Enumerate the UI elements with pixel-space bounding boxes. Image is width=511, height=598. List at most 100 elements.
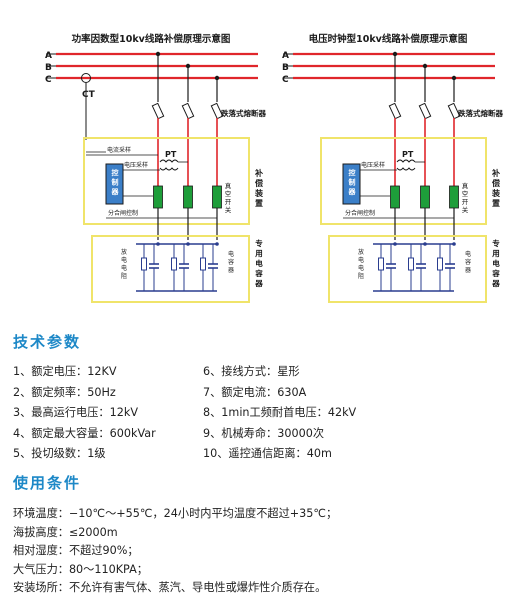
- resistor-icon: [437, 257, 443, 271]
- svg-text:电: 电: [492, 258, 500, 268]
- junction-dot: [156, 242, 160, 246]
- svg-text:容: 容: [228, 258, 234, 266]
- svg-text:开: 开: [225, 198, 232, 206]
- current-sample-label: 电流采样: [107, 146, 131, 154]
- fuse-icon: [418, 102, 432, 120]
- svg-text:器: 器: [348, 187, 357, 196]
- vacuum-switch: [420, 185, 430, 209]
- condition-item: 相对湿度：不超过90%；: [13, 544, 139, 558]
- svg-text:电: 电: [255, 258, 263, 268]
- svg-text:真: 真: [225, 181, 232, 190]
- svg-text:空: 空: [225, 189, 232, 198]
- svg-text:电: 电: [465, 250, 471, 258]
- spec-item: 5、投切级数：1级: [13, 447, 106, 460]
- svg-text:器: 器: [111, 187, 120, 196]
- capacitor-label: 电容器: [228, 250, 234, 274]
- spec-item: 1、额定电压：12KV: [13, 365, 117, 378]
- resistor-icon: [141, 257, 147, 271]
- ct-icon: [81, 73, 91, 83]
- pt-icon: [396, 167, 416, 171]
- resistor-icon: [200, 257, 206, 271]
- controller-box: [105, 163, 124, 205]
- svg-text:容: 容: [491, 268, 500, 278]
- junction-dot: [452, 242, 456, 246]
- conditions-list: 环境温度：−10℃～+55℃，24小时内平均温度不超过+35℃； 海拔高度：≤2…: [13, 505, 337, 598]
- svg-text:开: 开: [462, 198, 469, 206]
- diagram-voltage-clock: 电压时钟型10kv线路补偿原理示意图ABC跌落式熔断器补偿装置控制器电压采样PT…: [282, 33, 503, 303]
- junction-dot: [186, 242, 190, 246]
- tech-params-title: 技术参数: [13, 333, 82, 351]
- svg-text:器: 器: [254, 279, 263, 288]
- condition-item: 大气压力：80～110KPA；: [13, 562, 148, 576]
- svg-text:关: 关: [225, 205, 232, 214]
- svg-text:专: 专: [492, 238, 500, 248]
- svg-text:电: 电: [121, 264, 127, 272]
- junction-dot: [423, 242, 427, 246]
- phase-label: B: [45, 63, 52, 73]
- svg-text:阻: 阻: [358, 272, 364, 280]
- fuse-icon: [388, 102, 402, 120]
- vacuum-switch: [449, 185, 459, 209]
- spec-item: 10、遥控通信距离：40m: [203, 447, 332, 460]
- fuse-label: 跌落式熔断器: [458, 108, 503, 118]
- controller-box: [342, 163, 361, 205]
- svg-text:补: 补: [491, 168, 500, 178]
- diagram-title: 电压时钟型10kv线路补偿原理示意图: [309, 33, 468, 45]
- controller-label: 控制器: [111, 168, 120, 196]
- pt-icon: [159, 167, 179, 171]
- condition-item: 海拔高度：≤2000m: [13, 525, 118, 539]
- fuse-icon: [151, 102, 165, 120]
- svg-text:用: 用: [492, 249, 500, 258]
- svg-text:容: 容: [254, 268, 263, 278]
- svg-text:放: 放: [358, 248, 364, 256]
- diagram-power-factor: 功率因数型10kv线路补偿原理示意图ABC跌落式熔断器CT补偿装置控制器电流采样…: [45, 33, 266, 303]
- svg-text:空: 空: [462, 189, 469, 198]
- svg-text:控: 控: [112, 168, 119, 177]
- capacitor-box: [91, 235, 250, 303]
- svg-text:置: 置: [255, 198, 263, 208]
- spec-item: 7、额定电流：630A: [203, 385, 307, 399]
- spec-item: 9、机械寿命：30000次: [203, 426, 325, 440]
- vacuum-switch: [390, 185, 400, 209]
- pt-icon: [396, 159, 416, 163]
- svg-text:控: 控: [349, 168, 356, 177]
- phase-label: B: [282, 63, 289, 73]
- svg-text:器: 器: [465, 267, 471, 274]
- spec-item: 4、额定最大容量：600kVar: [13, 426, 156, 440]
- ct-label: CT: [82, 90, 96, 100]
- vacuum-switch: [212, 185, 222, 209]
- condition-item: 环境温度：−10℃～+55℃，24小时内平均温度不超过+35℃；: [13, 507, 338, 520]
- capacitor-label: 电容器: [465, 250, 471, 274]
- junction-dot: [215, 242, 219, 246]
- fuse-icon: [447, 102, 461, 120]
- condition-item: 安装场所：不允许有害气体、蒸汽、导电性或爆炸性介质存在。: [13, 581, 327, 595]
- compensation-diagrams: 功率因数型10kv线路补偿原理示意图ABC跌落式熔断器CT补偿装置控制器电流采样…: [45, 33, 503, 303]
- tech-params-right: 6、接线方式：星形 7、额定电流：630A 8、1min工频耐首电压：42kV …: [203, 362, 356, 465]
- vacuum-switch: [183, 185, 193, 209]
- tech-params-left: 1、额定电压：12KV 2、额定频率：50Hz 3、最高运行电压：12kV 4、…: [13, 362, 156, 465]
- svg-text:器: 器: [491, 279, 500, 288]
- spec-item: 6、接线方式：星形: [203, 365, 300, 378]
- svg-text:装: 装: [491, 188, 500, 198]
- phase-label: A: [45, 51, 52, 61]
- compensation-box: [83, 137, 250, 225]
- vacuum-switch: [153, 185, 163, 209]
- spec-item: 3、最高运行电压：12kV: [13, 406, 138, 419]
- svg-text:放: 放: [121, 248, 127, 256]
- fuse-label: 跌落式熔断器: [221, 108, 266, 118]
- voltage-sample-label: 电压采样: [124, 161, 148, 169]
- spec-item: 2、额定频率：50Hz: [13, 385, 116, 399]
- controller-label: 控制器: [348, 168, 357, 196]
- svg-text:容: 容: [465, 258, 471, 266]
- phase-label: C: [282, 75, 289, 85]
- svg-text:器: 器: [228, 267, 234, 274]
- capacitor-box: [328, 235, 487, 303]
- svg-text:置: 置: [492, 198, 500, 208]
